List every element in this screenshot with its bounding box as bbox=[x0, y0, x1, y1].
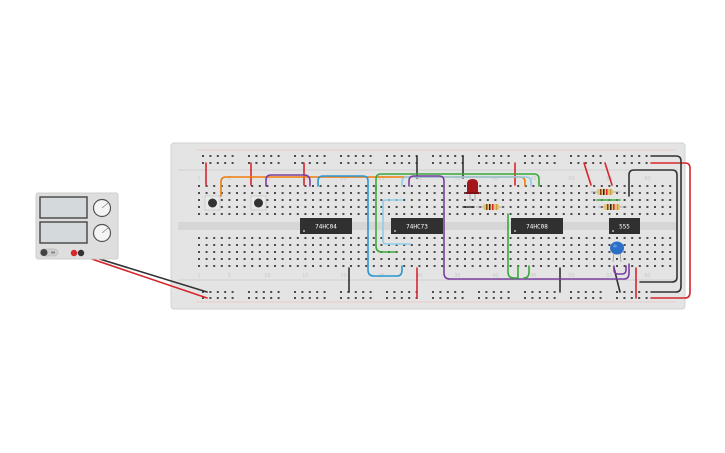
chip-74hc04[interactable]: 74HC04 bbox=[300, 218, 352, 234]
breadboard-holes bbox=[198, 155, 672, 299]
supply-negative-terminal[interactable] bbox=[77, 249, 85, 257]
column-number: 5 bbox=[228, 176, 231, 182]
column-number: 1 bbox=[197, 176, 200, 182]
column-number: 60 bbox=[644, 273, 650, 279]
column-number: 30 bbox=[416, 273, 422, 279]
power-supply[interactable] bbox=[35, 192, 119, 260]
capacitor-icon bbox=[610, 241, 624, 255]
knob-icon[interactable] bbox=[92, 223, 112, 243]
green-wire-bottom[interactable] bbox=[507, 213, 519, 279]
green-wire-bottom-2[interactable] bbox=[523, 265, 530, 279]
resistor-3[interactable] bbox=[598, 204, 627, 210]
column-number: 50 bbox=[568, 176, 574, 182]
red-jumper-6[interactable] bbox=[583, 162, 592, 186]
column-number: 40 bbox=[492, 176, 498, 182]
green-wire-left[interactable] bbox=[375, 185, 397, 253]
purple-wire-top[interactable] bbox=[265, 174, 311, 187]
led-icon bbox=[467, 179, 478, 193]
pushbutton-2[interactable] bbox=[250, 195, 267, 211]
column-number: 15 bbox=[302, 176, 308, 182]
column-number: 20 bbox=[340, 176, 346, 182]
power-switch-icon[interactable] bbox=[39, 248, 59, 257]
rail-black-jumper-inner[interactable] bbox=[628, 169, 678, 283]
chip-74hc08[interactable]: 74HC08 bbox=[511, 218, 563, 234]
column-number: 20 bbox=[340, 273, 346, 279]
supply-display-1 bbox=[39, 196, 88, 219]
column-number: 1 bbox=[197, 273, 200, 279]
column-number: 10 bbox=[264, 176, 270, 182]
column-number: 40 bbox=[492, 273, 498, 279]
column-number: 35 bbox=[454, 176, 460, 182]
rail-red-jumper-right[interactable] bbox=[650, 162, 691, 299]
chip-555[interactable]: 555 bbox=[609, 218, 640, 234]
green-wire-top[interactable] bbox=[375, 173, 540, 191]
chip-74hc73[interactable]: 74HC73 bbox=[391, 218, 443, 234]
supply-positive-terminal[interactable] bbox=[70, 249, 78, 257]
orange-wire[interactable] bbox=[220, 176, 526, 197]
column-number: 55 bbox=[606, 273, 612, 279]
chip-label: 74HC04 bbox=[315, 224, 337, 231]
lightblue-wire-top[interactable] bbox=[401, 176, 532, 187]
chip-label: 74HC08 bbox=[526, 224, 548, 231]
pushbutton-1[interactable] bbox=[204, 195, 221, 211]
rail-black-jumper-right[interactable] bbox=[650, 155, 682, 293]
red-jumper-7[interactable] bbox=[604, 162, 613, 186]
purple-wire-small[interactable] bbox=[613, 265, 627, 275]
column-number: 30 bbox=[416, 176, 422, 182]
knob-icon[interactable] bbox=[92, 198, 112, 218]
column-number: 45 bbox=[530, 273, 536, 279]
supply-red-lead[interactable] bbox=[73, 252, 208, 299]
led[interactable] bbox=[466, 179, 479, 200]
column-number: 50 bbox=[568, 273, 574, 279]
purple-wire-main[interactable] bbox=[408, 175, 630, 280]
column-number: 25 bbox=[378, 176, 384, 182]
column-number: 15 bbox=[302, 273, 308, 279]
resistor-2[interactable] bbox=[591, 189, 620, 195]
chip-label: 555 bbox=[619, 224, 630, 231]
wires[interactable] bbox=[73, 155, 691, 299]
column-number: 5 bbox=[228, 273, 231, 279]
resistor-1[interactable] bbox=[476, 204, 505, 210]
lightblue-wire-side[interactable] bbox=[382, 199, 411, 245]
supply-display-2 bbox=[39, 221, 88, 244]
blue-wire[interactable] bbox=[317, 175, 403, 277]
column-number: 60 bbox=[644, 176, 650, 182]
column-number: 45 bbox=[530, 176, 536, 182]
column-number: 35 bbox=[454, 273, 460, 279]
column-number: 10 bbox=[264, 273, 270, 279]
capacitor[interactable] bbox=[610, 241, 624, 263]
chip-label: 74HC73 bbox=[406, 224, 428, 231]
